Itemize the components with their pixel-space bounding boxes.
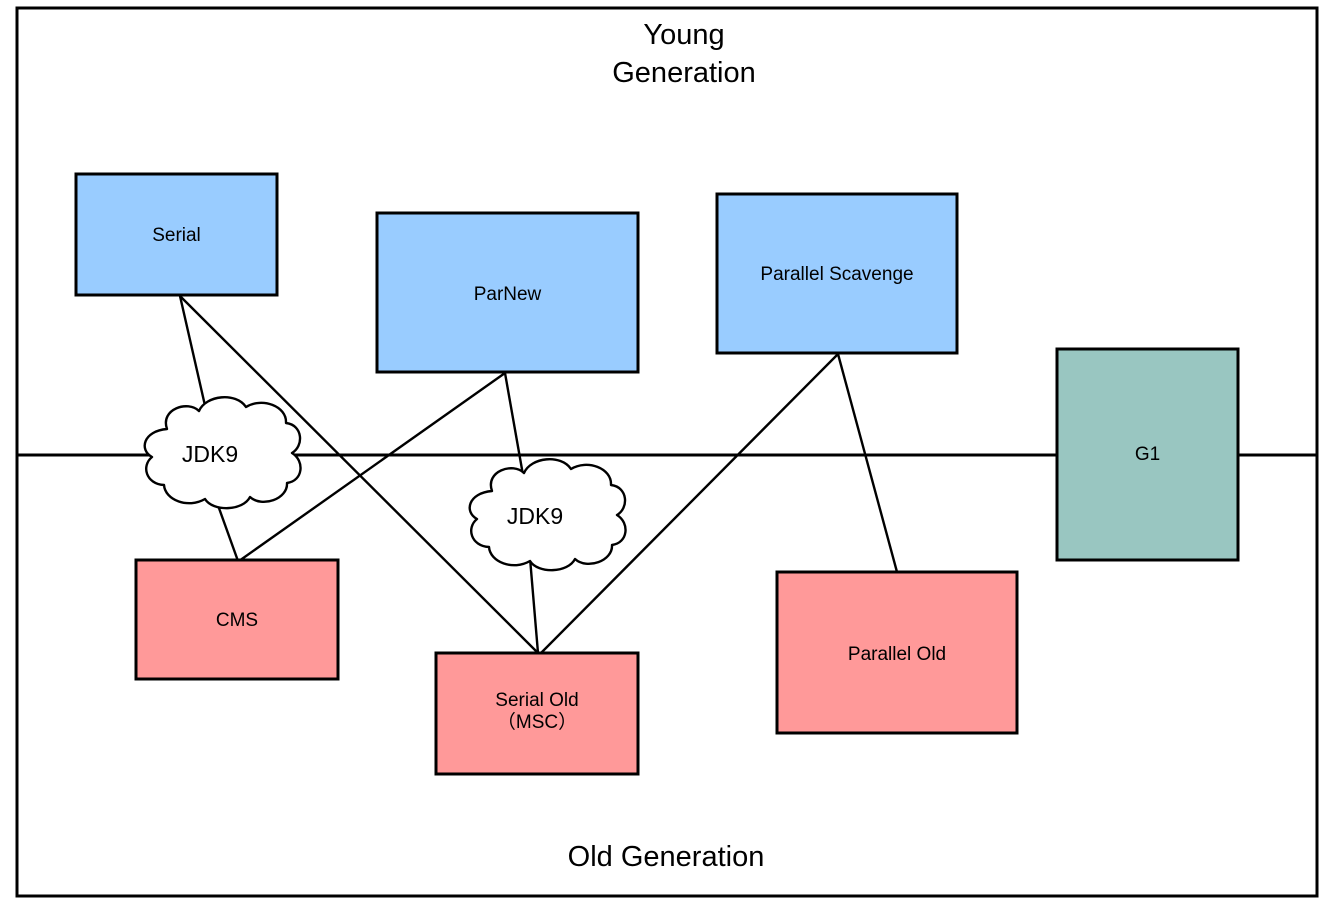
cloud-left-shape[interactable] [143,396,302,510]
edge-parallel-scavenge-to-serial-old [540,353,839,654]
edge-parnew-to-cloud-right [503,372,525,476]
edge-serial-to-cloud-left [178,295,208,411]
node-parallel-scavenge-box[interactable] [715,192,959,355]
node-parnew-box[interactable] [375,211,640,374]
node-serial-old-box[interactable] [434,651,640,776]
node-cms-box[interactable] [134,558,340,681]
node-serial-box[interactable] [74,172,279,297]
node-box-group [74,172,1240,776]
edge-serial-to-serial-old [179,295,539,654]
cloud-group [143,396,627,572]
edge-parallel-scavenge-to-parallel-old [836,353,899,573]
edge-cloud-right-to-serial-old [528,557,540,654]
node-parallel-old-box[interactable] [775,570,1019,735]
edge-group [178,295,899,654]
cloud-right-shape[interactable] [468,458,627,572]
edge-parnew-to-cms [238,372,506,562]
node-g1-box[interactable] [1055,347,1240,562]
